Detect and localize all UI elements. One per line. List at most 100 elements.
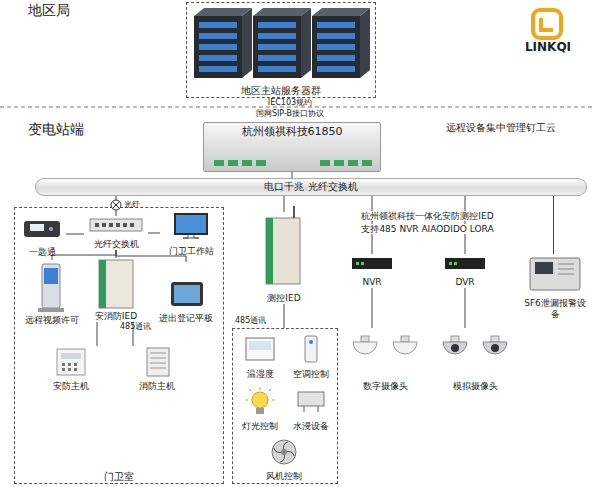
node-label: 杭州领祺科技61850 — [204, 126, 380, 139]
camera-mount — [491, 336, 499, 342]
nvr-device: NVR — [348, 254, 396, 288]
key-device: 一匙通 — [18, 218, 66, 258]
nvr-icon — [352, 258, 392, 269]
video-kiosk: 远程视频许可 — [16, 260, 88, 326]
server-top — [312, 8, 370, 16]
connector-line — [372, 196, 373, 254]
section-divider — [0, 107, 593, 108]
fiber-junction-symbol — [113, 202, 120, 209]
drive-bay — [258, 44, 296, 50]
analog-camera-icon — [443, 336, 507, 354]
dvr-icon — [445, 258, 485, 269]
key-device-screen — [30, 224, 44, 231]
bus-note: 485通讯 — [120, 322, 151, 331]
ac-indicator — [309, 340, 313, 344]
node-label: 远程视频许可 — [16, 315, 88, 325]
node-label: 光纤交换机 — [84, 239, 148, 249]
connector-line — [148, 233, 160, 234]
camera-lens — [491, 344, 499, 352]
section-title: 变电站端 — [28, 121, 84, 137]
section-title: 地区局 — [28, 2, 70, 18]
gateway-device: 杭州领祺科技61850 — [203, 122, 381, 172]
fan-icon — [272, 440, 296, 464]
connector-line — [372, 288, 373, 328]
fire-host-icon — [147, 348, 169, 376]
connector-line — [97, 322, 98, 346]
device-heading: 杭州领祺科技一体化安防测控IED — [345, 211, 510, 221]
node-label: 门卫室 — [15, 471, 223, 483]
connector-line — [284, 304, 285, 328]
bulb-base — [256, 408, 264, 414]
sensor-group: 485通讯温湿度空调控制灯光控制水浸设备风机控制 — [232, 328, 338, 484]
terminal-port — [242, 160, 252, 166]
drive-bay — [317, 33, 355, 39]
node-label: 电口千兆 光纤交换机 — [36, 181, 586, 193]
logo-mark — [533, 10, 561, 38]
logo-text: LINKQI — [515, 41, 581, 55]
monitor-icon — [174, 213, 208, 235]
node-label: 地区主站服务器群 — [187, 85, 375, 97]
water-sensor-icon — [298, 392, 324, 406]
kiosk-screen — [44, 268, 58, 284]
guard-room-group: 门卫室 一匙通光纤交换机门卫工作站远程视频许可安消防IED 进出登记平板安防主机 消防… — [14, 207, 224, 484]
ied-strip — [266, 218, 273, 284]
terminal-port — [256, 160, 266, 166]
terminal-port — [214, 160, 224, 166]
connector-line — [553, 196, 554, 254]
bulb-icon — [252, 392, 268, 408]
server-icon — [312, 8, 370, 78]
server-top — [253, 8, 311, 16]
camera-group: 模拟摄像头 — [430, 328, 520, 392]
camera-mount — [451, 336, 459, 342]
drive-bay — [317, 44, 355, 50]
tablet-icon — [171, 282, 203, 306]
node-label: 进出登记平板 — [150, 313, 222, 323]
fan-hub — [281, 449, 287, 455]
terminal-port — [348, 160, 358, 166]
camera-mount — [361, 336, 369, 342]
ac-icon — [305, 336, 317, 362]
kiosk-base — [38, 308, 64, 312]
terminal-port — [320, 160, 330, 166]
switch-icon — [90, 219, 142, 231]
fiber-junction-symbol — [111, 200, 121, 210]
drive-bay — [317, 66, 355, 72]
drive-bay — [258, 33, 296, 39]
terminal-port — [334, 160, 344, 166]
node-label: 安防主机 — [40, 381, 102, 391]
connector-line — [465, 288, 466, 328]
node-label: 灯光控制 — [236, 421, 284, 431]
server-icon — [194, 8, 252, 78]
drive-bay — [258, 66, 296, 72]
drive-bay — [199, 44, 237, 50]
switch-bus: 电口千兆 光纤交换机 — [35, 178, 587, 196]
fire-host-lines — [150, 353, 166, 368]
tablet-screen — [174, 285, 200, 303]
node-label: 水浸设备 — [286, 421, 336, 431]
switch-ports — [95, 223, 134, 227]
node-label: 门卫工作站 — [160, 246, 222, 256]
camera-mount — [401, 336, 409, 342]
thermometer-icon — [246, 338, 274, 360]
ied-device: 安消防IED — [92, 258, 140, 322]
dome-camera-icon — [353, 336, 417, 354]
nvr-lights — [356, 262, 364, 265]
alarm-host: 安防主机 — [40, 346, 102, 392]
water-sensor: 水浸设备 — [286, 386, 336, 432]
ac-control: 空调控制 — [286, 334, 336, 380]
workstation: 门卫工作站 — [160, 211, 222, 257]
server-front — [312, 16, 360, 78]
monitor-screen — [176, 215, 206, 233]
node-label: 模拟摄像头 — [430, 381, 520, 391]
camera-dome — [393, 342, 417, 354]
node-label: 风机控制 — [258, 471, 310, 481]
ied-device: 测控IED — [252, 212, 316, 304]
kiosk-icon — [42, 264, 60, 308]
server-front — [253, 16, 301, 78]
node-label: 消防主机 — [126, 381, 188, 391]
alarm-host-display — [61, 353, 81, 359]
server-top — [194, 8, 252, 16]
